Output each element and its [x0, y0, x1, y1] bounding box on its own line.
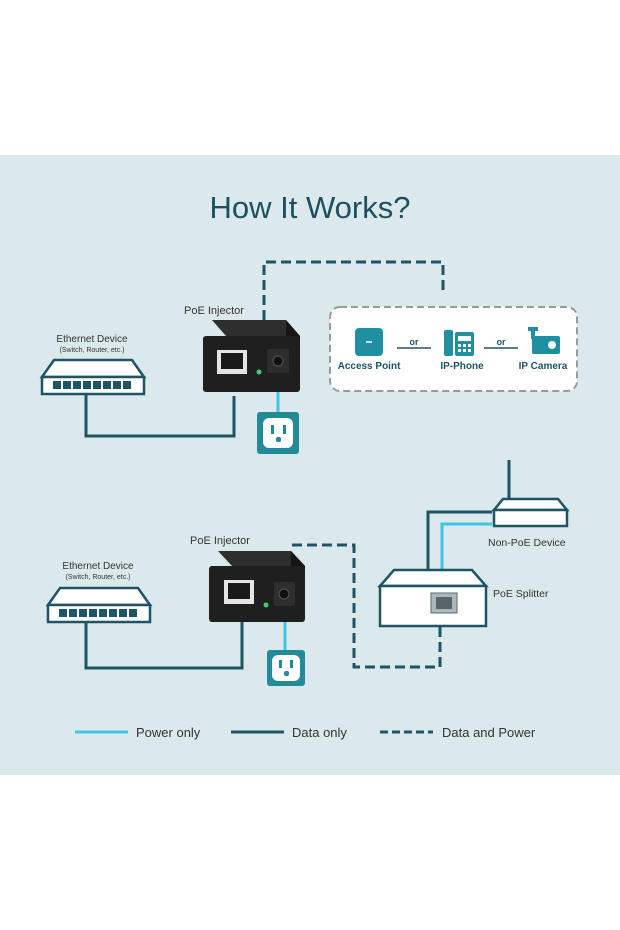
ethernet-switch-icon: [39, 358, 147, 396]
ip-camera-icon: [528, 327, 560, 354]
poe-splitter-label: PoE Splitter: [493, 588, 549, 600]
data-line-2: [84, 622, 244, 670]
ethernet-device-sublabel: (Switch, Router, etc.): [60, 347, 125, 354]
power-outlet-icon-2: [267, 650, 305, 686]
diagram-2: Ethernet Device (Switch, Router, etc.) P…: [45, 460, 570, 686]
or-separator-1: or: [410, 337, 419, 347]
legend-power-only: Power only: [136, 725, 201, 740]
ip-camera-label: IP Camera: [519, 361, 568, 372]
poe-splitter-icon: [377, 568, 489, 628]
poe-injector-label: PoE Injector: [184, 305, 244, 317]
power-line-splitter: [440, 522, 492, 570]
legend: Power only Data only Data and Power: [75, 725, 536, 740]
non-poe-device-label: Non-PoE Device: [488, 537, 566, 549]
data-line-splitter: [426, 510, 492, 570]
ethernet-switch-icon-2: [45, 586, 153, 624]
diagram-1: Ethernet Device (Switch, Router, etc.) P…: [39, 260, 578, 454]
access-point-icon: [355, 328, 383, 356]
page-title: How It Works?: [210, 190, 411, 225]
endpoint-devices-box: Access Point or IP-Phone or: [329, 306, 578, 392]
ethernet-device-label-2: Ethernet Device: [62, 561, 134, 572]
legend-data-and-power: Data and Power: [442, 725, 536, 740]
power-outlet-icon: [257, 412, 299, 454]
poe-injector-label-2: PoE Injector: [190, 535, 250, 547]
router-icon: [491, 460, 570, 528]
poe-injector-icon: [203, 320, 300, 392]
diagram-panel: [0, 155, 620, 775]
ethernet-device-sublabel-2: (Switch, Router, etc.): [66, 574, 131, 581]
or-separator-2: or: [497, 337, 506, 347]
data-line-1: [84, 394, 236, 438]
data-power-line-2: [292, 543, 442, 669]
poe-injector-icon-2: [209, 551, 305, 622]
access-point-label: Access Point: [338, 361, 401, 372]
ip-phone-icon: [444, 330, 474, 356]
ip-phone-label: IP-Phone: [440, 361, 484, 372]
legend-data-only: Data only: [292, 725, 347, 740]
ethernet-device-label: Ethernet Device: [56, 334, 128, 345]
